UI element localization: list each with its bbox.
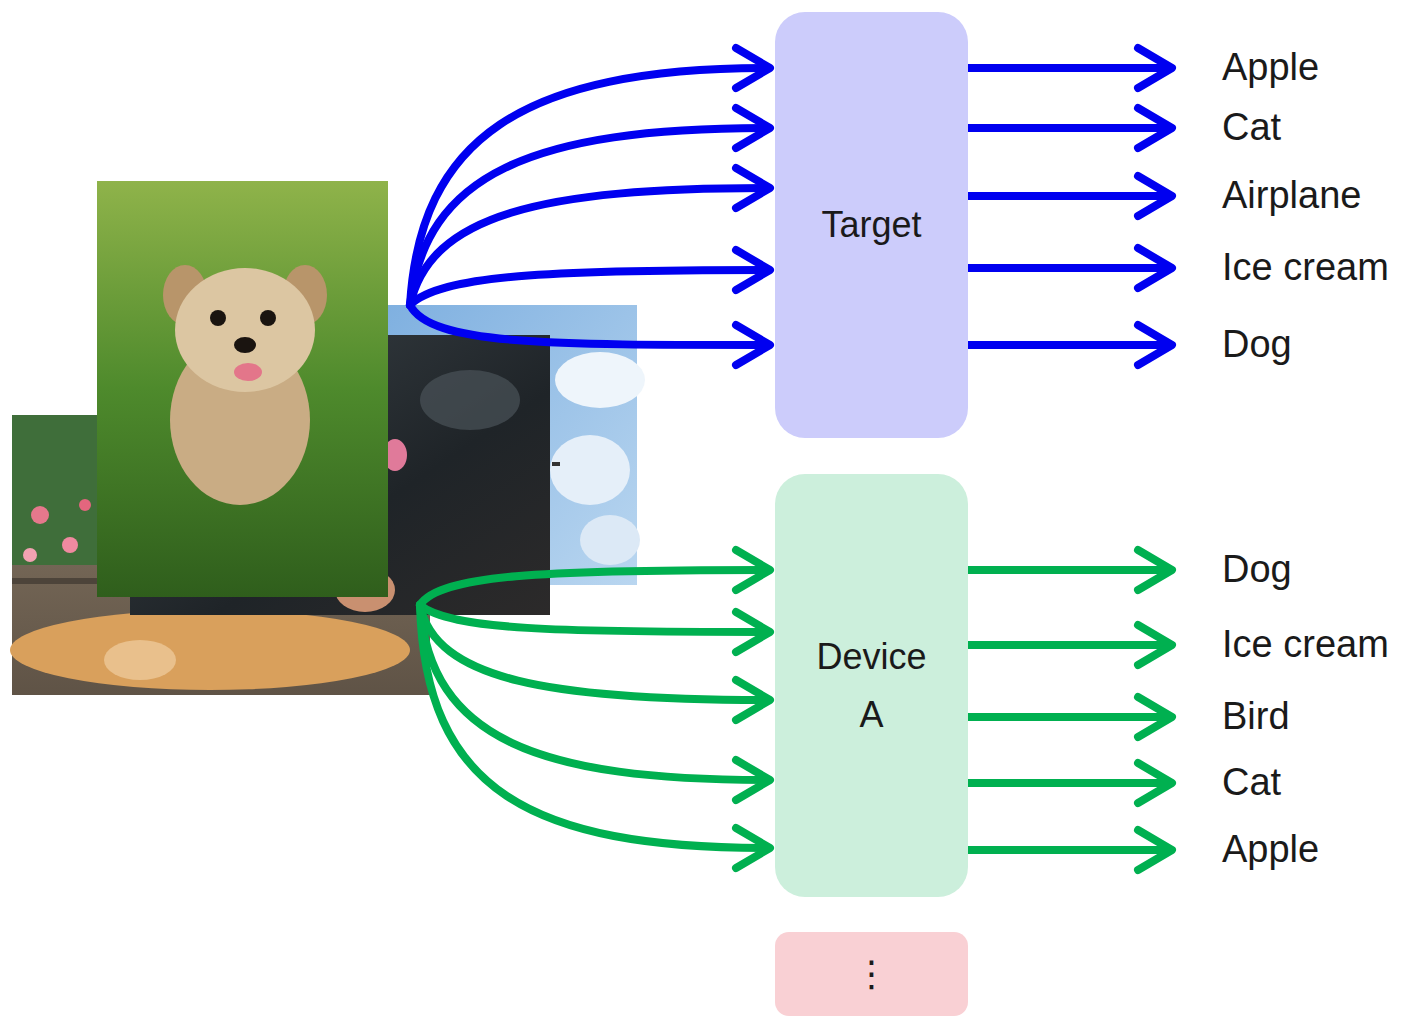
flower: [23, 548, 37, 562]
cat-paw: [104, 640, 176, 680]
output-arrow: [968, 64, 1170, 72]
class-label: Airplane: [1222, 173, 1361, 219]
arrowhead: [736, 828, 770, 868]
arrowhead: [736, 325, 770, 365]
node-text-group: Target: [821, 196, 921, 254]
arrowhead: [1138, 697, 1172, 737]
arrowhead: [736, 760, 770, 800]
box-label: ⋮: [854, 945, 890, 1003]
class-label: Cat: [1222, 105, 1281, 151]
output-arrows-device: [968, 550, 1172, 870]
output-arrow: [968, 779, 1170, 787]
model-box: Target: [775, 12, 968, 438]
arrowhead: [736, 680, 770, 720]
class-label: Apple: [1222, 827, 1319, 873]
input-arrow: [410, 188, 768, 305]
dog-photo: [97, 181, 388, 597]
input-arrow: [410, 68, 768, 305]
blur-spot: [420, 370, 520, 430]
dog-head: [175, 268, 315, 392]
output-arrow: [968, 641, 1170, 649]
class-label: Dog: [1222, 547, 1292, 593]
node-text-group: ⋮: [854, 945, 890, 1003]
output-arrow: [968, 846, 1170, 854]
arrowhead: [736, 48, 770, 88]
input-arrows-target: [410, 48, 770, 365]
arrowhead: [736, 250, 770, 290]
input-arrow: [420, 605, 768, 848]
class-label: Ice cream: [1222, 622, 1389, 668]
dog-eye: [260, 310, 276, 326]
arrowhead: [1138, 108, 1172, 148]
cloud: [555, 352, 645, 408]
arrowhead: [1138, 830, 1172, 870]
input-arrow: [420, 605, 768, 700]
class-label: Ice cream: [1222, 245, 1389, 291]
input-arrows-device: [420, 550, 770, 868]
arrowhead: [1138, 48, 1172, 88]
output-arrow: [968, 713, 1170, 721]
flower: [79, 499, 91, 511]
arrowhead: [1138, 625, 1172, 665]
arrowhead: [1138, 763, 1172, 803]
output-arrow: [968, 124, 1170, 132]
photo-grass: [97, 181, 388, 597]
arrowhead: [736, 168, 770, 208]
cloud: [550, 435, 630, 505]
arrowhead: [736, 612, 770, 652]
dog-nose: [234, 337, 256, 353]
arrowhead: [736, 108, 770, 148]
box-label: Device A: [807, 628, 937, 743]
class-label: Apple: [1222, 45, 1319, 91]
arrowhead: [1138, 248, 1172, 288]
model-box: Device A: [775, 474, 968, 897]
output-arrow: [968, 341, 1170, 349]
output-arrow: [968, 566, 1170, 574]
input-arrow: [410, 270, 768, 305]
arrowhead: [1138, 176, 1172, 216]
cloud: [580, 515, 640, 565]
dog-eye: [210, 310, 226, 326]
box-label: Target: [821, 196, 921, 254]
arrowhead: [1138, 325, 1172, 365]
input-arrow: [410, 305, 768, 345]
input-arrow: [420, 570, 768, 605]
airplane: [552, 462, 560, 466]
arrowhead: [1138, 550, 1172, 590]
dog-tongue: [234, 363, 262, 381]
class-label: Bird: [1222, 694, 1290, 740]
input-arrow: [420, 605, 768, 632]
input-arrow: [410, 128, 768, 305]
node-text-group: Device A: [807, 628, 937, 743]
more-box: ⋮: [775, 932, 968, 1016]
input-arrow: [420, 605, 768, 780]
cat-body: [10, 610, 410, 690]
output-arrow: [968, 264, 1170, 272]
output-arrows-target: [968, 48, 1172, 365]
flower: [31, 506, 49, 524]
output-arrow: [968, 192, 1170, 200]
class-label: Dog: [1222, 322, 1292, 368]
arrowhead: [736, 550, 770, 590]
class-label: Cat: [1222, 760, 1281, 806]
flower: [62, 537, 78, 553]
